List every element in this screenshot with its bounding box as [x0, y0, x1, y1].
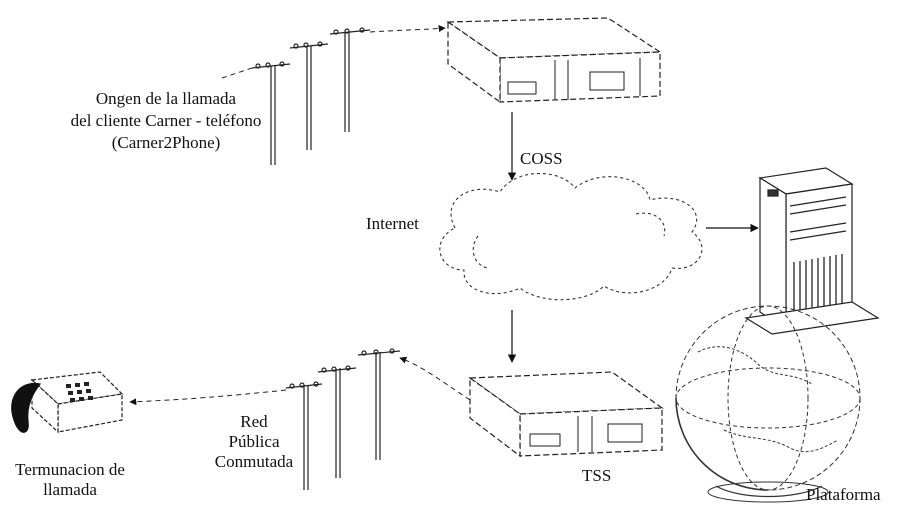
pstn-utility-poles — [286, 349, 400, 490]
termination-label-line-1: Termunacion de — [0, 460, 140, 480]
internet-label: Internet — [366, 213, 419, 235]
red-label-line-3: Conmutada — [214, 452, 294, 472]
origin-label-line-1: Ongen de la llamada — [56, 88, 276, 110]
platform-server-tower-icon — [746, 168, 878, 334]
origin-label: Ongen de la llamada del cliente Carner -… — [56, 88, 276, 154]
telephone-icon — [12, 372, 122, 432]
platform-label: Plataforma — [806, 484, 881, 506]
tss-label: TSS — [582, 465, 611, 487]
origin-label-line-3: (Carner2Phone) — [56, 132, 276, 154]
tss-server-device — [470, 372, 662, 456]
termination-label: Termunacion de llamada — [0, 460, 140, 500]
origin-label-line-2: del cliente Carner - teléfono — [56, 110, 276, 132]
globe-icon — [676, 306, 860, 502]
coss-server-device — [448, 18, 660, 102]
red-label-line-1: Red — [214, 412, 294, 432]
red-label-line-2: Pública — [214, 432, 294, 452]
red-publica-label: Red Pública Conmutada — [214, 412, 294, 472]
termination-label-line-2: llamada — [0, 480, 140, 500]
internet-cloud — [440, 173, 702, 299]
coss-label: COSS — [520, 148, 563, 170]
